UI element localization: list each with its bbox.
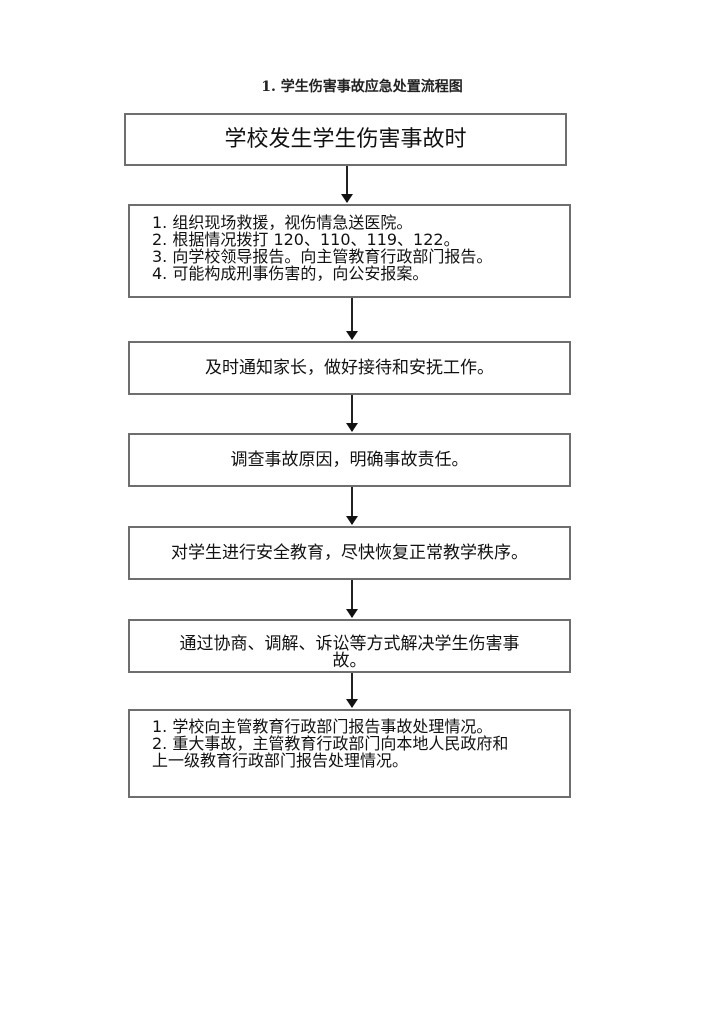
step-7-box: 1. 学校向主管教育行政部门报告事故处理情况。 2. 重大事故，主管教育行政部门…: [128, 709, 571, 798]
step-1-box: 学校发生学生伤害事故时: [124, 113, 567, 166]
step-1-text: 学校发生学生伤害事故时: [224, 126, 467, 152]
diagram-title: 1. 学生伤害事故应急处置流程图: [261, 79, 463, 95]
step-2-line-4: 4. 可能构成刑事伤害的，向公安报案。: [152, 264, 429, 283]
step-7-line-3: 上一级教育行政部门报告处理情况。: [152, 751, 409, 770]
arrow-1-2: [341, 166, 353, 203]
step-3-box: 及时通知家长，做好接待和安抚工作。: [128, 341, 571, 395]
arrow-2-3: [346, 298, 358, 340]
step-4-text: 调查事故原因，明确事故责任。: [230, 449, 469, 470]
arrow-5-6: [346, 580, 358, 618]
step-3-text: 及时通知家长，做好接待和安抚工作。: [205, 357, 494, 378]
step-2-line-2: 2. 根据情况拨打 120、110、119、122。: [152, 230, 460, 249]
step-2-line-1: 1. 组织现场救援，视伤情急送医院。: [152, 213, 413, 232]
step-6-line-2: 故。: [332, 651, 367, 671]
arrow-6-7: [346, 673, 358, 708]
step-7-line-1: 1. 学校向主管教育行政部门报告事故处理情况。: [152, 717, 493, 736]
step-4-box: 调查事故原因，明确事故责任。: [128, 433, 571, 487]
step-6-box: 通过协商、调解、诉讼等方式解决学生伤害事 故。: [128, 619, 571, 673]
step-2-line-3: 3. 向学校领导报告。向主管教育行政部门报告。: [152, 247, 493, 266]
step-7-line-2: 2. 重大事故，主管教育行政部门向本地人民政府和: [152, 734, 509, 753]
step-6-line-1: 通过协商、调解、诉讼等方式解决学生伤害事: [179, 634, 520, 654]
arrow-4-5: [346, 487, 358, 525]
step-5-box: 对学生进行安全教育，尽快恢复正常教学秩序。: [128, 526, 571, 580]
step-5-text: 对学生进行安全教育，尽快恢复正常教学秩序。: [171, 542, 528, 563]
arrow-3-4: [346, 395, 358, 432]
step-2-box: 1. 组织现场救援，视伤情急送医院。 2. 根据情况拨打 120、110、119…: [128, 204, 571, 298]
